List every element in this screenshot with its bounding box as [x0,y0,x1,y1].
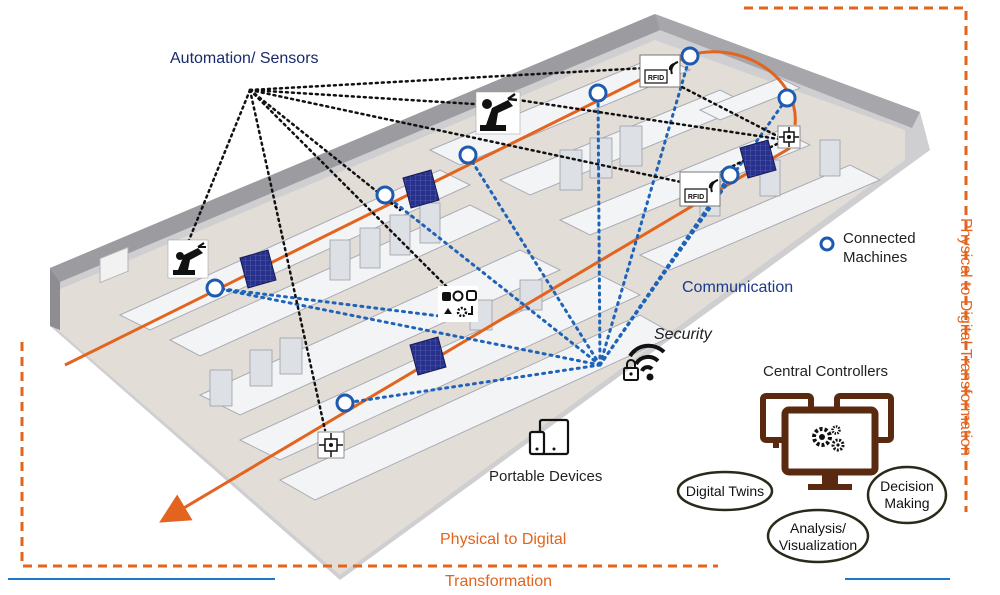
legend-node-icon [819,236,835,252]
right-transformation-line2: Transformation [957,348,974,456]
automation-modules-icon [438,286,478,322]
robot-arm-icon [475,91,521,135]
rfid-reader-icon [679,171,721,207]
monitor-icon [781,406,879,476]
automation-sensors-label: Automation/ Sensors [170,50,319,67]
analysis-line1: Analysis/ [789,520,847,536]
portable-devices-label: Portable Devices [489,468,603,485]
decision-making-ellipse [866,465,948,525]
connected-machines-line2: Machines [843,249,908,266]
transformation-border [20,6,968,568]
security-label: Security [654,326,712,343]
process-line-lower [159,146,791,523]
digital-twins-ellipse [676,470,774,512]
sensor-module-icon [317,431,345,459]
rfid-label: RFID [648,75,664,82]
bottom-transformation-label-line2: Transformation [445,573,552,590]
right-transformation-line1: Physical to Digital [957,218,974,345]
decision-making-line1: Decision [880,478,934,494]
bottom-transformation-label-line1: Physical to Digital [440,531,567,548]
robot-arm-icon [167,239,209,279]
communication-links [213,54,789,405]
analysis-visualization-label: Analysis/ Visualization [768,520,868,554]
rfid-reader-icon [639,54,681,88]
solar-panel-icon [239,139,777,376]
process-line-upper [64,50,797,367]
gear-icon [812,425,845,452]
analysis-visualization-ellipse [766,508,870,564]
sensor-module-icon [777,125,801,149]
communication-label: Communication [682,279,794,296]
central-controllers-monitors [760,393,894,490]
central-controllers-label: Central Controllers [763,363,889,380]
connected-machines-label: Connected Machines [843,229,916,267]
digital-twins-label: Digital Twins [685,483,765,499]
analysis-line2: Visualization [778,537,858,553]
right-transformation-label: Physical to Digital Transformation [930,218,976,456]
rfid-label: RFID [688,194,704,201]
decision-making-label: Decision Making [872,478,942,512]
wifi-lock-icon [623,343,666,381]
portable-device-icon [528,418,570,456]
decision-making-line2: Making [884,495,930,511]
connected-machine-nodes [205,46,797,413]
connected-machines-line1: Connected [843,230,916,247]
